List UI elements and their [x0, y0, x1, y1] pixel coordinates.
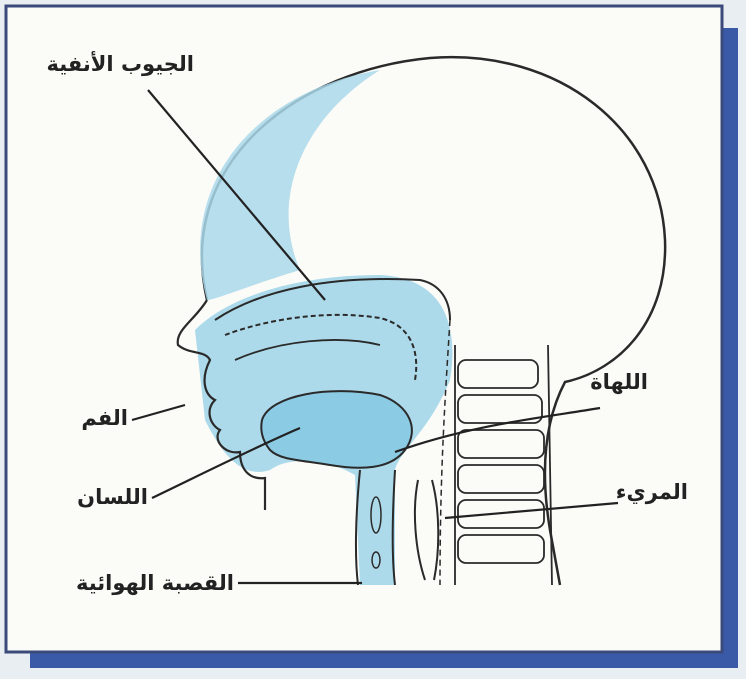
label-mouth: الفم	[81, 408, 128, 429]
tongue-shape	[261, 391, 412, 468]
label-uvula: اللهاة	[590, 372, 648, 393]
label-esophagus: المريء	[616, 482, 688, 503]
label-trachea: القصبة الهوائية	[76, 573, 234, 594]
label-tongue: اللسان	[77, 487, 148, 508]
label-sinuses: الجيوب الأنفية	[46, 54, 194, 75]
